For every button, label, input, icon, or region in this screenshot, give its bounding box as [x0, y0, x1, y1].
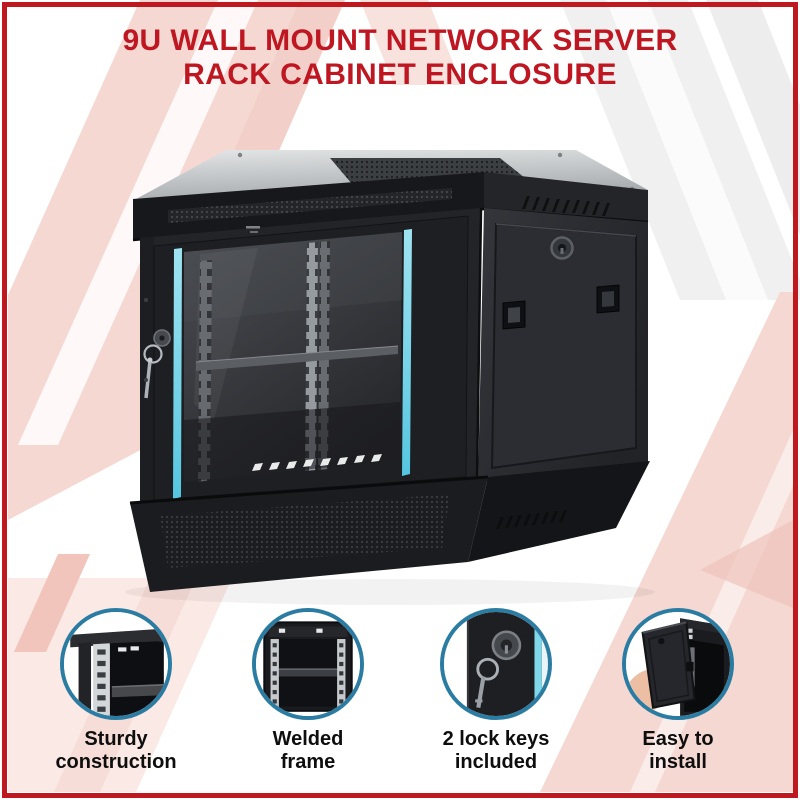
cabinet-side-panel — [475, 208, 648, 482]
cabinet-shadow — [125, 579, 655, 605]
feature-label: Welded frame — [272, 728, 344, 773]
feature-circle — [440, 608, 552, 720]
product-title: 9U WALL MOUNT NETWORK SERVER RACK CABINE… — [0, 24, 800, 92]
cabinet-top-panel — [136, 150, 648, 202]
cabinet-base — [129, 461, 650, 592]
interior-left-rack-rail — [198, 260, 212, 482]
cabinet-glass-window — [184, 232, 402, 482]
hand-installing-panel-photo-icon — [626, 612, 730, 716]
feature-label: Sturdy construction — [55, 728, 177, 773]
door-trim-left-cyan — [173, 248, 182, 499]
base-vent-slots — [496, 510, 567, 529]
side-panel-lock — [550, 236, 574, 260]
product-title-line1: 9U WALL MOUNT NETWORK SERVER — [122, 24, 678, 57]
interior-shelf — [196, 346, 398, 371]
feature-item-easy-install: Easy to install — [593, 608, 763, 774]
feature-circle — [252, 608, 364, 720]
feature-item-sturdy-construction: Sturdy construction — [31, 608, 201, 774]
feature-item-welded-frame: Welded frame — [223, 608, 393, 774]
cabinet-front-door — [140, 208, 480, 505]
feature-list: Sturdy construction — [0, 608, 800, 788]
feature-label: 2 lock keys included — [442, 728, 550, 773]
door-lock-with-keys-photo-icon — [444, 612, 548, 716]
glass-vent-slashes — [252, 454, 382, 471]
side-rim-vent-slots — [522, 196, 610, 216]
feature-item-lock-keys: 2 lock keys included — [411, 608, 581, 774]
product-title-line2: RACK CABINET ENCLOSURE — [183, 58, 617, 91]
feature-circle — [60, 608, 172, 720]
feature-circle — [622, 608, 734, 720]
cabinet-door-lock-and-keys — [143, 329, 171, 399]
welded-frame-interior-photo-icon — [256, 612, 360, 716]
interior-center-rack-rail — [305, 242, 318, 471]
feature-label: Easy to install — [642, 728, 714, 773]
door-trim-right-cyan — [402, 229, 412, 476]
rack-corner-rail-photo-icon — [64, 612, 168, 716]
cabinet-top-rim — [132, 172, 649, 242]
side-panel-latch — [502, 284, 620, 330]
